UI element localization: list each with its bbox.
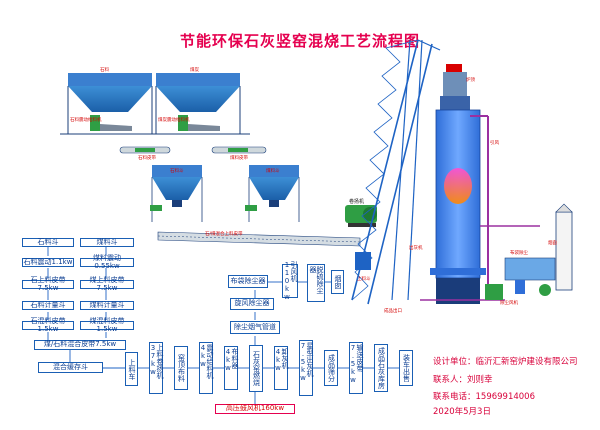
flow-col2-step: 煤混料皮带1.5kw [80,317,134,332]
contact-person: 联系人：刘则幸 [433,373,493,385]
bottom-step: 上料卷扬机37kw [149,342,164,394]
design-unit-name: 临沂汇新窑炉建设有限公司 [475,357,578,367]
mix-belt-step: 煤/石料混合皮带7.5kw [34,340,126,350]
feeder-left-label: 石料震动给料机 [70,118,102,123]
weigh-bins [150,165,300,222]
bottom-step: 星型出灰机7.5kw [299,340,314,396]
skip-label: 上料斗 [357,277,371,282]
phone-number: 15969914006 [475,392,536,402]
phone-label: 联系电话： [433,392,476,402]
stack-label: 烟囱 [548,241,557,246]
skip-car [355,252,371,270]
raw-hoppers [60,73,267,154]
flow-col2-step: 煤料计量斗 [80,301,134,310]
flow-col1-step: 石混料皮带1.5kw [22,317,74,332]
design-unit: 设计单位：临沂汇新窑炉建设有限公司 [433,355,578,367]
design-unit-label: 设计单位： [433,357,476,367]
bag-filter-step: 布袋除尘器 [228,275,268,288]
dust-collector-equipment [485,203,573,300]
flow-col2-step: 煤料震动0.55kw [80,254,134,269]
bottom-step: 装车出售 [399,350,413,386]
dust-label: 布袋除尘 [510,251,528,256]
fan-label: 除尘风机 [500,301,518,306]
mix-belt-label: 石/煤混合上料皮带 [205,232,243,237]
flow-col1-step: 石料震动1.1kw [22,257,74,267]
bin-right-label: 煤料斗 [266,169,280,174]
contact-name: 刘则幸 [467,375,493,385]
blower-step: 高压鼓风机160kw [215,404,295,414]
storage-step: 混合缓存斗 [38,362,103,373]
cyclone-step: 旋风除尘器 [230,298,274,310]
bottom-step: 成品石灰库房 [374,344,388,392]
bottom-step: 布料器4kw [224,346,239,390]
belt-right-label: 煤料皮带 [230,156,248,161]
flow-col1-step: 石料计量斗 [22,301,74,310]
bottom-step: 输送皮带7.5kw [349,342,364,394]
hoist-label: 卷扬机 [349,199,365,205]
bottom-step: 成品筛分 [324,350,338,386]
date-text: 2020年5月3日 [433,407,491,417]
contact-phone: 联系电话：15969914006 [433,390,535,402]
page-title: 节能环保石灰竖窑混烧工艺流程图 [179,32,420,50]
bottom-step: 震动给料机4kw [199,342,214,394]
bottom-step: 窑顶布料 [174,346,188,390]
flow-col1-step: 石料斗 [22,238,74,247]
fan-step: 引风机110kw [282,261,298,301]
vent-label: 引风 [490,141,499,146]
mixing-belt [157,231,361,247]
lime-kiln [420,64,540,304]
flow-col2-step: 煤料斗 [80,238,134,247]
belt-left-label: 石料皮带 [138,156,156,161]
chimney-step: 烟囱 [331,270,344,294]
contact-label: 联系人： [433,375,468,385]
flow-col1-step: 石上料皮带7.5kw [22,276,74,291]
desulf-step: 脱硫除尘器 [307,264,325,302]
bin-left-label: 石料斗 [170,169,184,174]
flow-connectors [47,246,399,404]
flow-col2-step: 煤上料皮带7.5kw [80,276,134,291]
bottom-step: 上料车 [125,352,138,386]
kiln-top-label: 炉顶 [466,78,475,83]
pipe-step: 除尘烟气管道 [230,321,280,334]
feeder-right-label: 煤炭震动给料机 [158,118,190,123]
bottom-step: 卸灰机4kw [274,346,289,390]
kiln-feeder-label: 出灰机 [409,246,423,251]
hopper-right-label: 煤炭 [190,68,199,73]
hopper-left-label: 石料 [100,68,109,73]
lime-out-label: 成品出口 [384,309,402,314]
bottom-step: 石灰窑燃烧 [249,345,263,392]
